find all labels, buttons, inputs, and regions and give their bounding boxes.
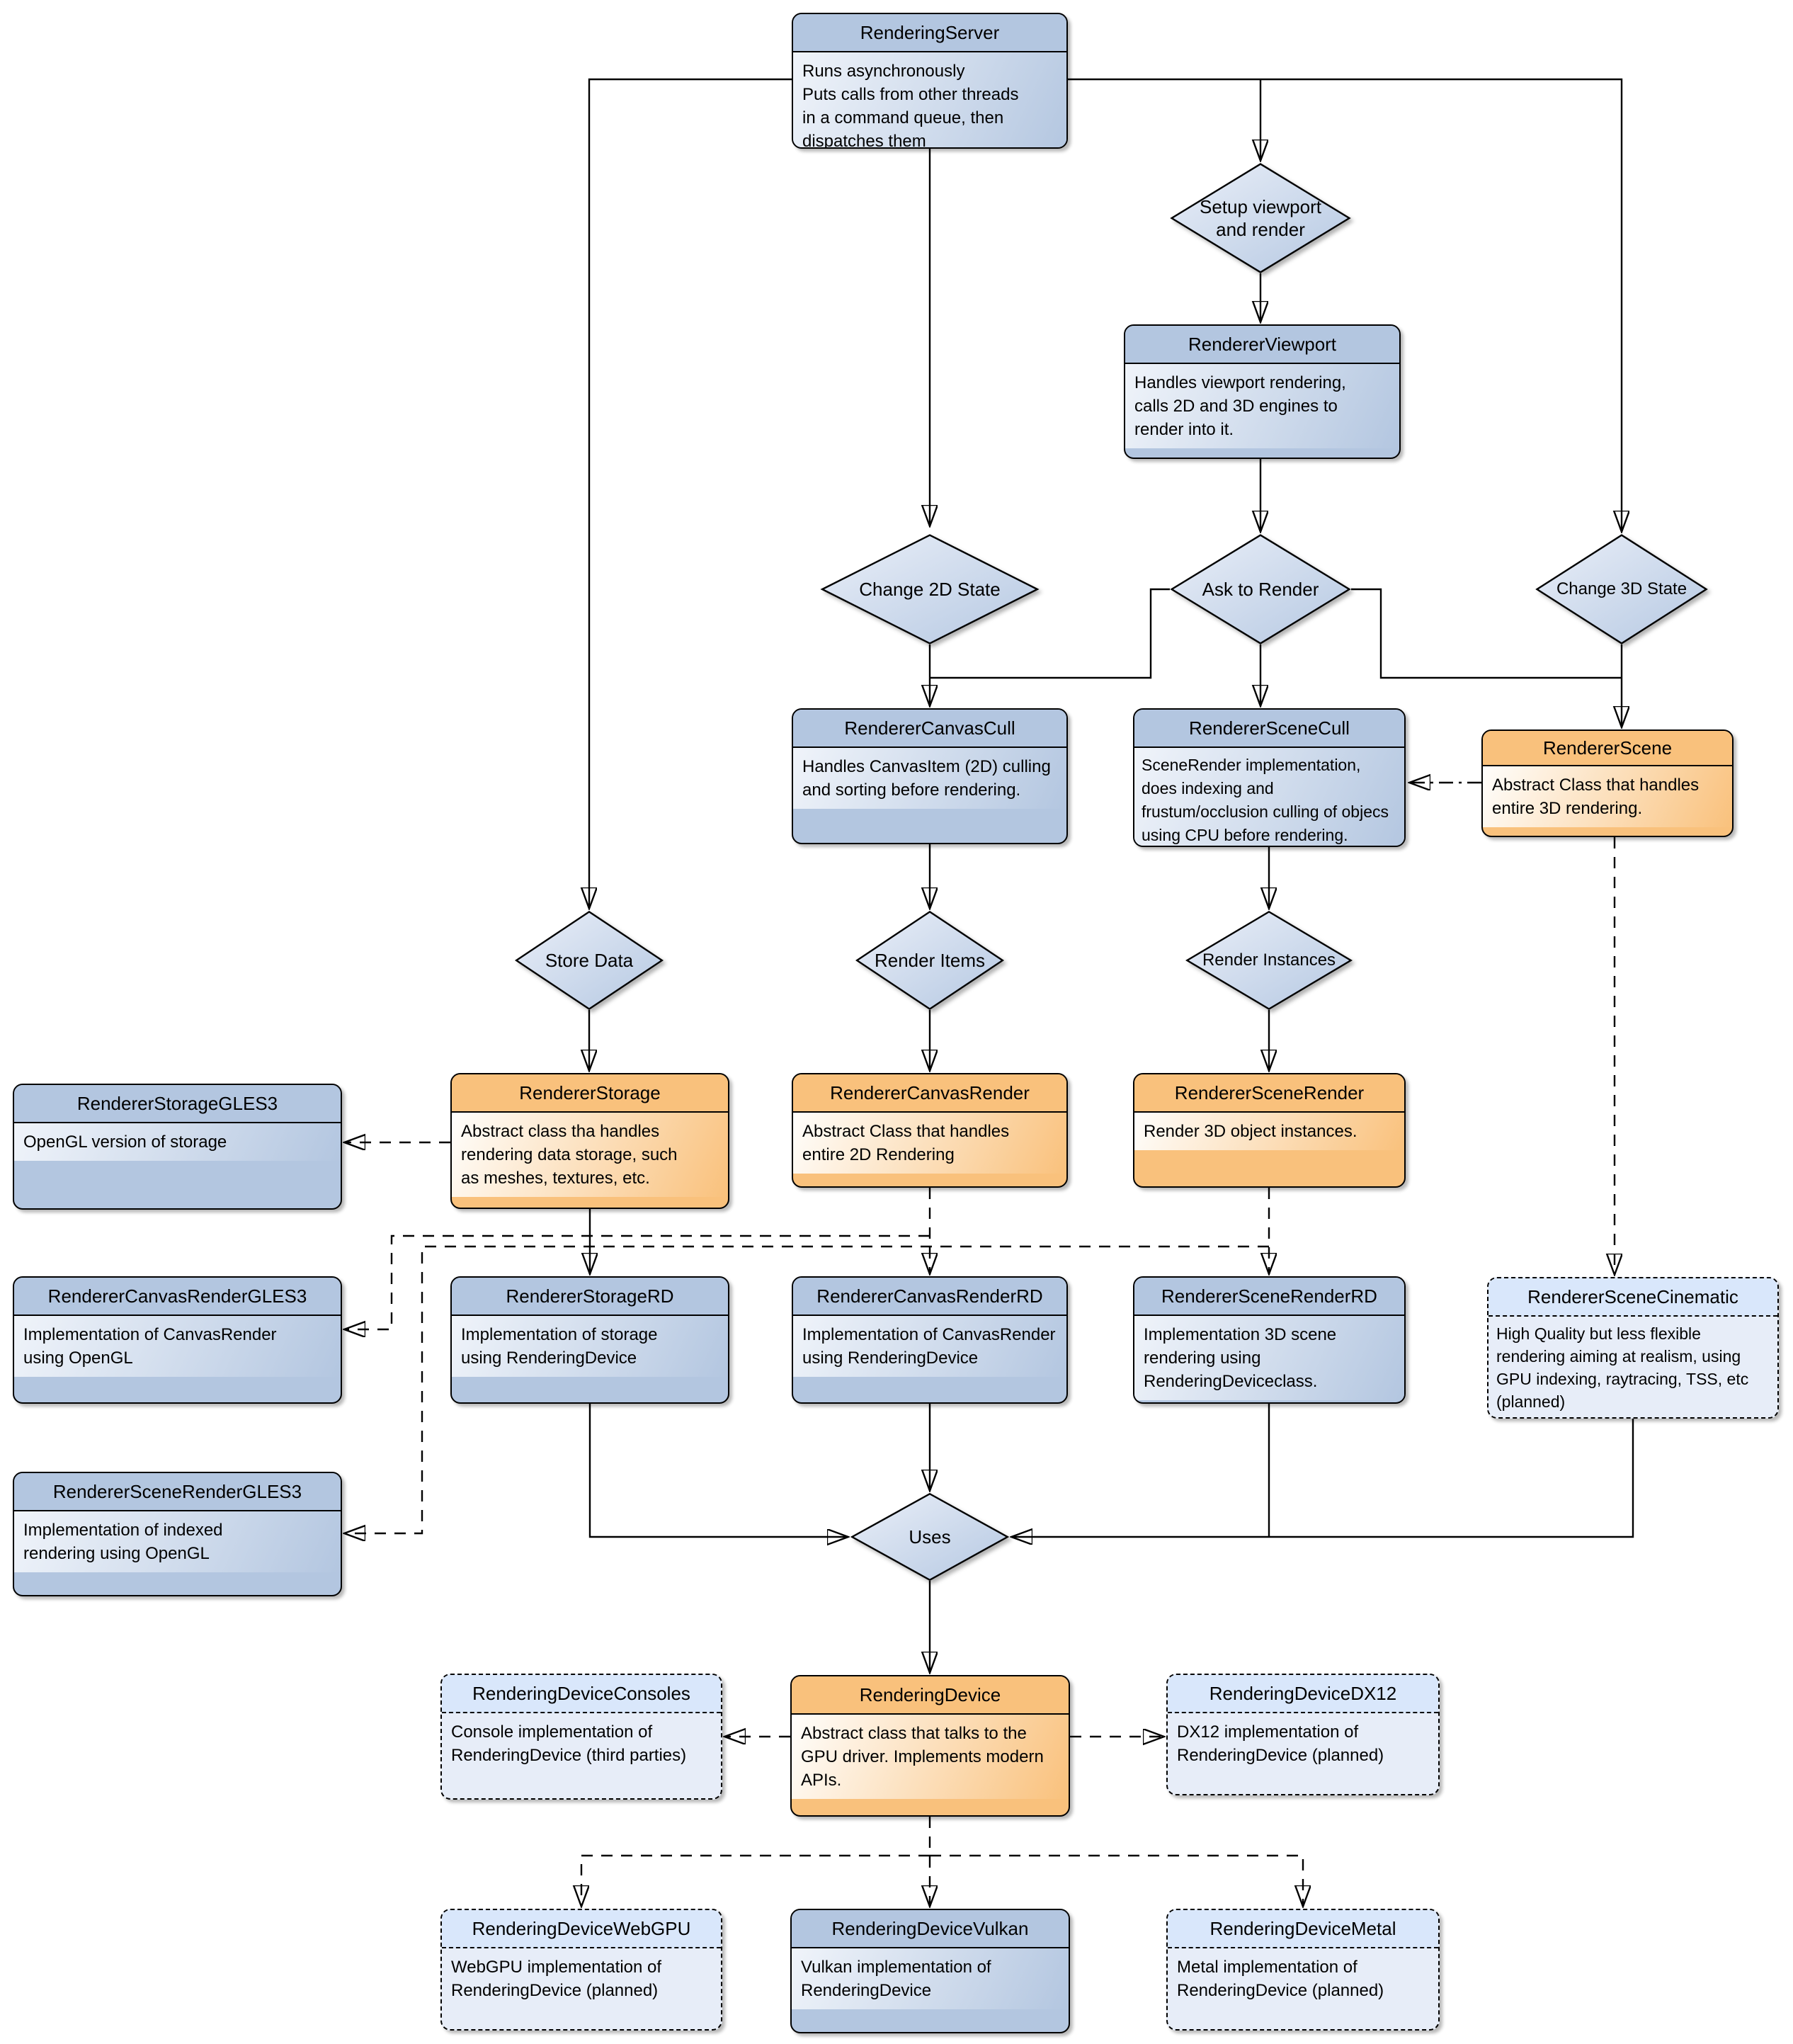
node-body: Runs asynchronously Puts calls from othe… [793,52,1066,147]
node-rendering-device-metal: RenderingDeviceMetal Metal implementatio… [1166,1909,1440,2031]
edge-server-to-change3d [1068,78,1622,531]
node-title: RenderingDeviceVulkan [792,1910,1069,1948]
decision-uses: Uses [850,1493,1009,1581]
edge-renderingdevice-to-metal [930,1854,1303,1906]
diamond-shape [820,534,1040,645]
node-renderer-scene-render-gles3: RendererSceneRenderGLES3 Implementation … [13,1472,342,1596]
node-renderer-scene-render: RendererSceneRender Render 3D object ins… [1133,1073,1406,1188]
node-title: RendererSceneCinematic [1489,1278,1777,1317]
node-renderer-scene: RendererScene Abstract Class that handle… [1481,729,1734,837]
diamond-shape [1185,911,1353,1010]
node-title: RenderingDeviceWebGPU [442,1910,721,1948]
node-title: RendererScene [1483,731,1732,766]
decision-label: Render Items [874,950,986,971]
diamond-shape [1535,534,1708,645]
decision-render-items: Render Items [855,911,1004,1010]
node-title: RendererCanvasRenderRD [793,1278,1066,1316]
node-title: RendererCanvasRender [793,1074,1066,1113]
node-body: Handles CanvasItem (2D) culling and sort… [793,748,1066,809]
node-body: Implementation of CanvasRender using Ren… [793,1316,1066,1377]
node-title: RendererStorageRD [452,1278,728,1316]
diamond-shape [1170,534,1351,645]
node-renderer-scene-cull: RendererSceneCull SceneRender implementa… [1133,708,1406,847]
node-renderer-scene-render-rd: RendererSceneRenderRD Implementation 3D … [1133,1276,1406,1404]
node-rendering-device: RenderingDevice Abstract class that talk… [790,1675,1070,1817]
edge-askrender-right-join [1351,588,1622,679]
node-renderer-storage: RendererStorage Abstract class tha handl… [450,1073,729,1209]
node-body: Implementation 3D scene rendering using … [1134,1316,1404,1400]
node-title: RendererSceneRenderRD [1134,1278,1404,1316]
node-body: Console implementation of RenderingDevic… [442,1713,721,1774]
node-renderer-canvas-render: RendererCanvasRender Abstract Class that… [792,1073,1068,1188]
node-renderer-canvas-render-rd: RendererCanvasRenderRD Implementation of… [792,1276,1068,1404]
node-body: WebGPU implementation of RenderingDevice… [442,1948,721,2009]
decision-label: Uses [909,1526,951,1548]
node-rendering-server: RenderingServer Runs asynchronously Puts… [792,13,1068,149]
edge-storagerd-to-uses [588,1404,848,1537]
decision-store-data: Store Data [515,911,664,1010]
node-renderer-canvas-cull: RendererCanvasCull Handles CanvasItem (2… [792,708,1068,844]
node-body: High Quality but less flexible rendering… [1489,1317,1777,1417]
edge-server-to-storedata [589,78,792,908]
node-body: Abstract class tha handles rendering dat… [452,1113,728,1197]
decision-label: Change 2D State [859,579,1001,600]
node-rendering-device-consoles: RenderingDeviceConsoles Console implemen… [440,1674,722,1800]
node-title: RenderingDeviceConsoles [442,1675,721,1713]
diamond-shape [1170,163,1351,273]
decision-render-instances: Render Instances [1185,911,1353,1010]
node-body: Implementation of storage using Renderin… [452,1316,728,1377]
node-rendering-device-dx12: RenderingDeviceDX12 DX12 implementation … [1166,1674,1440,1795]
node-body: SceneRender implementation, does indexin… [1134,748,1404,846]
node-title: RenderingServer [793,14,1066,52]
node-body: Abstract Class that handles entire 3D re… [1483,766,1732,827]
node-title: RendererViewport [1125,326,1399,364]
node-title: RenderingDevice [792,1676,1069,1715]
decision-ask-to-render: Ask to Render [1170,534,1351,645]
node-renderer-viewport: RendererViewport Handles viewport render… [1124,324,1401,459]
decision-label: Store Data [545,950,634,971]
node-title: RendererStorageGLES3 [14,1085,341,1123]
node-renderer-storage-rd: RendererStorageRD Implementation of stor… [450,1276,729,1404]
decision-setup-viewport: Setup viewport and render [1170,163,1351,273]
node-rendering-device-webgpu: RenderingDeviceWebGPU WebGPU implementat… [440,1909,722,2031]
node-rendering-device-vulkan: RenderingDeviceVulkan Vulkan implementat… [790,1909,1070,2033]
decision-label: Render Instances [1202,950,1336,970]
decision-change-3d-state: Change 3D State [1535,534,1708,645]
node-renderer-scene-cinematic: RendererSceneCinematic High Quality but … [1487,1277,1779,1419]
node-body: Metal implementation of RenderingDevice … [1168,1948,1438,2009]
node-title: RendererSceneCull [1134,710,1404,748]
node-body: Render 3D object instances. [1134,1113,1404,1150]
node-renderer-canvas-render-gles3: RendererCanvasRenderGLES3 Implementation… [13,1276,342,1404]
node-body: Implementation of indexed rendering usin… [14,1511,341,1572]
decision-label: Setup viewport and render [1200,196,1321,240]
node-body: DX12 implementation of RenderingDevice (… [1168,1713,1438,1774]
node-body: Vulkan implementation of RenderingDevice [792,1948,1069,2009]
node-body: Implementation of CanvasRender using Ope… [14,1316,341,1377]
node-body: Abstract Class that handles entire 2D Re… [793,1113,1066,1174]
edge-askrender-left-join [930,588,1170,679]
node-renderer-storage-gles3: RendererStorageGLES3 OpenGL version of s… [13,1084,342,1210]
diamond-shape [855,911,1004,1010]
diamond-shape [515,911,664,1010]
edge-cinematic-to-uses [1012,1419,1634,1537]
node-body: Handles viewport rendering, calls 2D and… [1125,364,1399,448]
diamond-shape [850,1493,1009,1581]
node-title: RendererCanvasRenderGLES3 [14,1278,341,1316]
node-title: RendererSceneRender [1134,1074,1404,1113]
node-title: RenderingDeviceDX12 [1168,1675,1438,1713]
decision-change-2d-state: Change 2D State [820,534,1040,645]
node-title: RenderingDeviceMetal [1168,1910,1438,1948]
node-body: OpenGL version of storage [14,1123,341,1161]
node-body: Abstract class that talks to the GPU dri… [792,1715,1069,1799]
edge-scenerender-to-scenerendergles3 [345,1245,1269,1533]
node-title: RendererSceneRenderGLES3 [14,1473,341,1511]
node-title: RendererCanvasCull [793,710,1066,748]
decision-label: Ask to Render [1202,579,1319,600]
decision-label: Change 3D State [1556,579,1687,598]
node-title: RendererStorage [452,1074,728,1113]
edge-canvasrender-to-canvasrendergles3 [345,1234,930,1329]
edge-renderingdevice-to-webgpu [581,1854,930,1906]
